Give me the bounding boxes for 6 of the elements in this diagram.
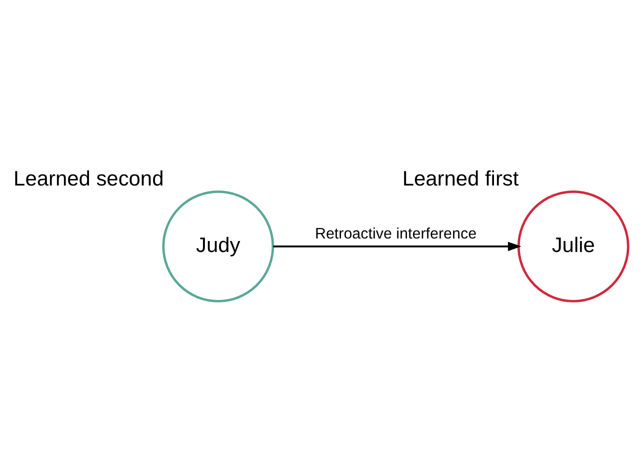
arrow: [273, 241, 522, 251]
node-label: Learned first: [402, 167, 519, 190]
node-circle: Judy: [162, 190, 274, 302]
node-circle: Julie: [517, 190, 630, 302]
edge-label: Retroactive interference: [314, 225, 477, 242]
node-label: Learned second: [14, 167, 164, 190]
